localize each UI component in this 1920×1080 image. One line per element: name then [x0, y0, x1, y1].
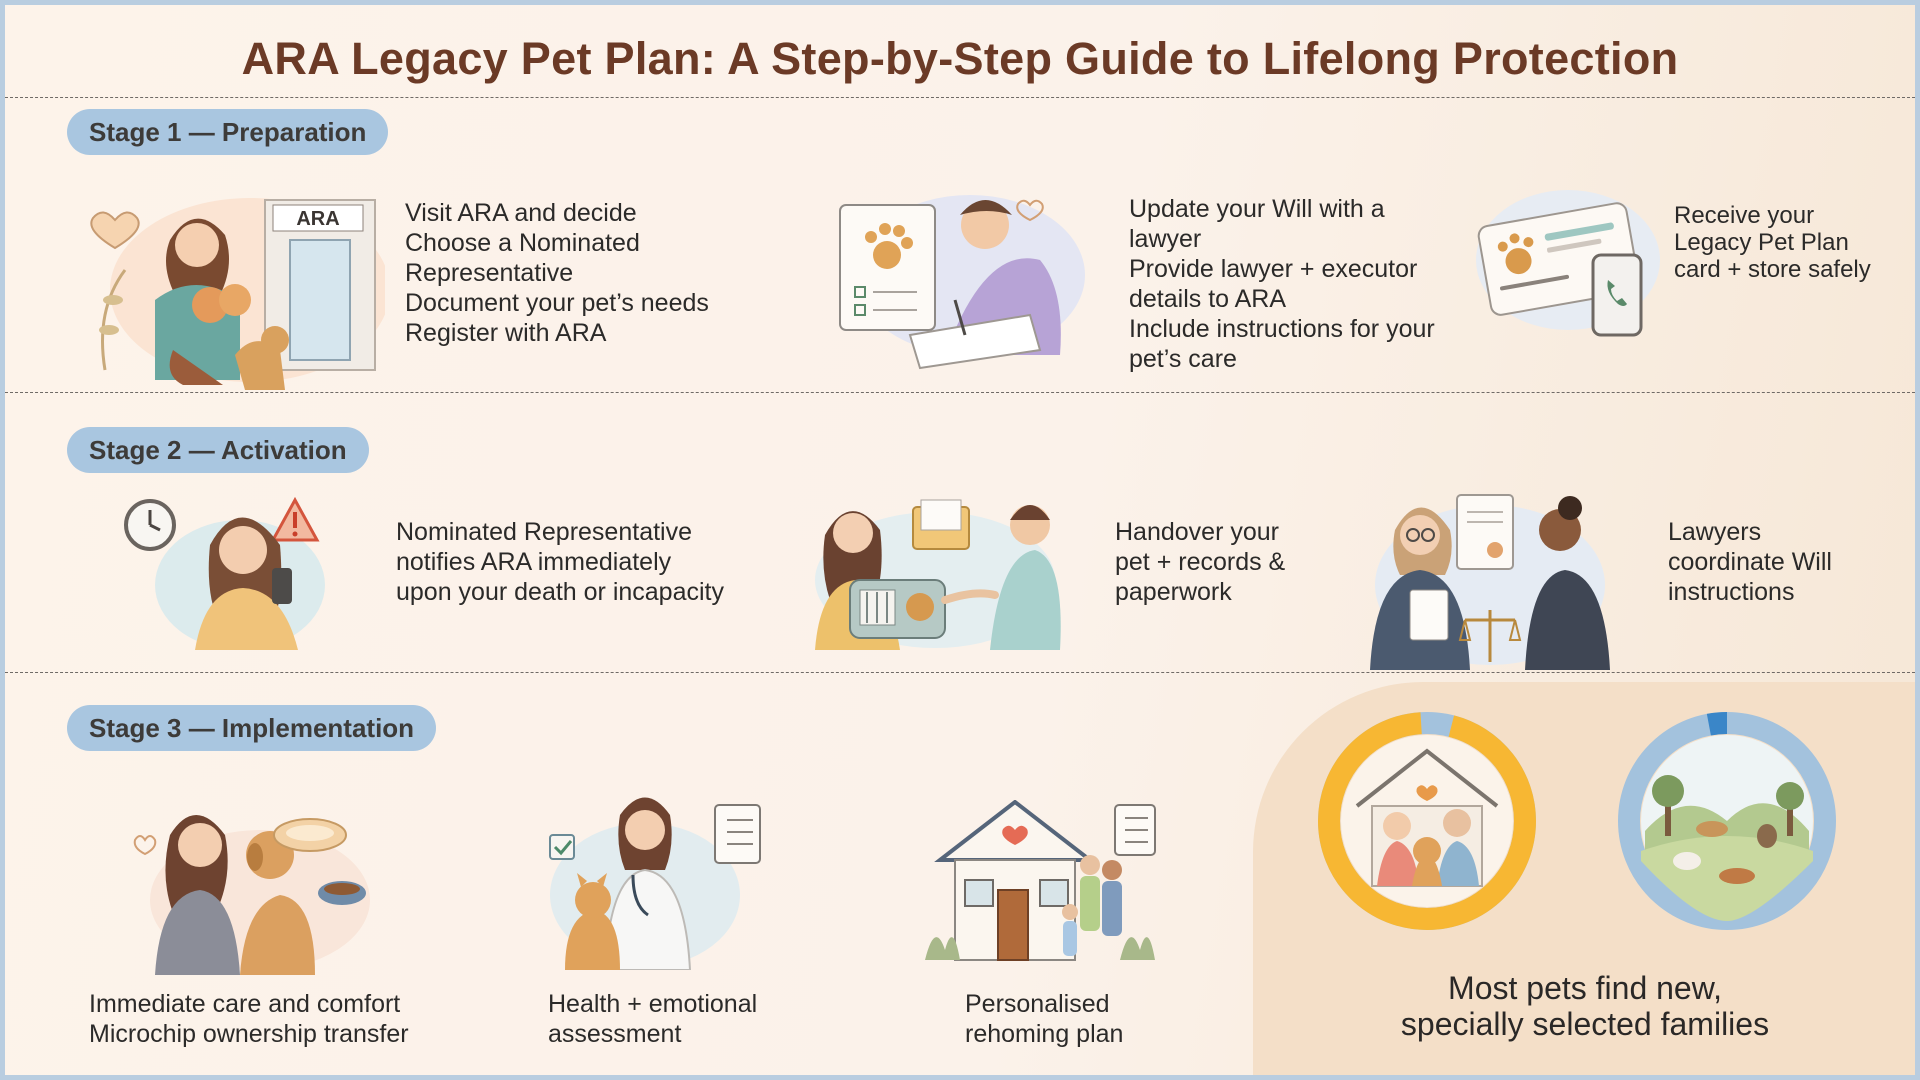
sanctuary-field-icon [1618, 712, 1836, 930]
vet-assessment-icon [549, 797, 761, 970]
step-3-2-text: Health + emotional assessment [548, 990, 758, 1048]
step-1-3-text: Receive your Legacy Pet Plan card + stor… [1674, 202, 1871, 283]
lawyers-meeting-icon [1370, 494, 1610, 670]
step-1-1-text: Visit ARA and decide Choose a Nominated … [405, 199, 709, 347]
step-2-2-text: Handover your pet + records & paperwork [1115, 518, 1286, 606]
step-3-1-text: Immediate care and comfort Microchip own… [89, 990, 409, 1048]
step-2-3-text: Lawyers coordinate Will instructions [1668, 518, 1832, 606]
care-comfort-dog-icon [133, 815, 370, 975]
signing-will-icon [839, 195, 1085, 370]
step-1-2-text: Update your Will with a lawyer Provide l… [1129, 195, 1435, 373]
divider-title [5, 97, 1915, 98]
ring-blue-arc [1618, 712, 1836, 930]
family-home-pets-icon [1318, 712, 1536, 930]
divider-stage-1 [5, 392, 1915, 393]
outcome-text: Most pets find new, specially selected f… [1400, 970, 1770, 1042]
rehoming-house-family-icon [925, 800, 1156, 961]
ara-office-woman-pets-icon: ARA [90, 198, 385, 390]
pet-carrier-handover-icon [815, 499, 1061, 650]
ring-orange-arc [1318, 712, 1536, 930]
step-2-1-text: Nominated Representative notifies ARA im… [396, 518, 724, 606]
ara-sign: ARA [296, 208, 339, 230]
stage-1-pill: Stage 1 — Preparation [67, 109, 389, 155]
divider-stage-2 [5, 672, 1915, 673]
infographic: ARA Legacy Pet Plan: A Step-by-Step Guid… [5, 5, 1915, 1075]
phone-call-alert-icon [124, 496, 325, 650]
stage-2-pill: Stage 2 — Activation [67, 427, 369, 473]
stage-3-pill: Stage 3 — Implementation [67, 705, 437, 751]
page-title: ARA Legacy Pet Plan: A Step-by-Step Guid… [241, 33, 1679, 84]
legacy-card-phone-icon [1476, 190, 1660, 337]
step-3-3-text: Personalised rehoming plan [965, 990, 1124, 1048]
